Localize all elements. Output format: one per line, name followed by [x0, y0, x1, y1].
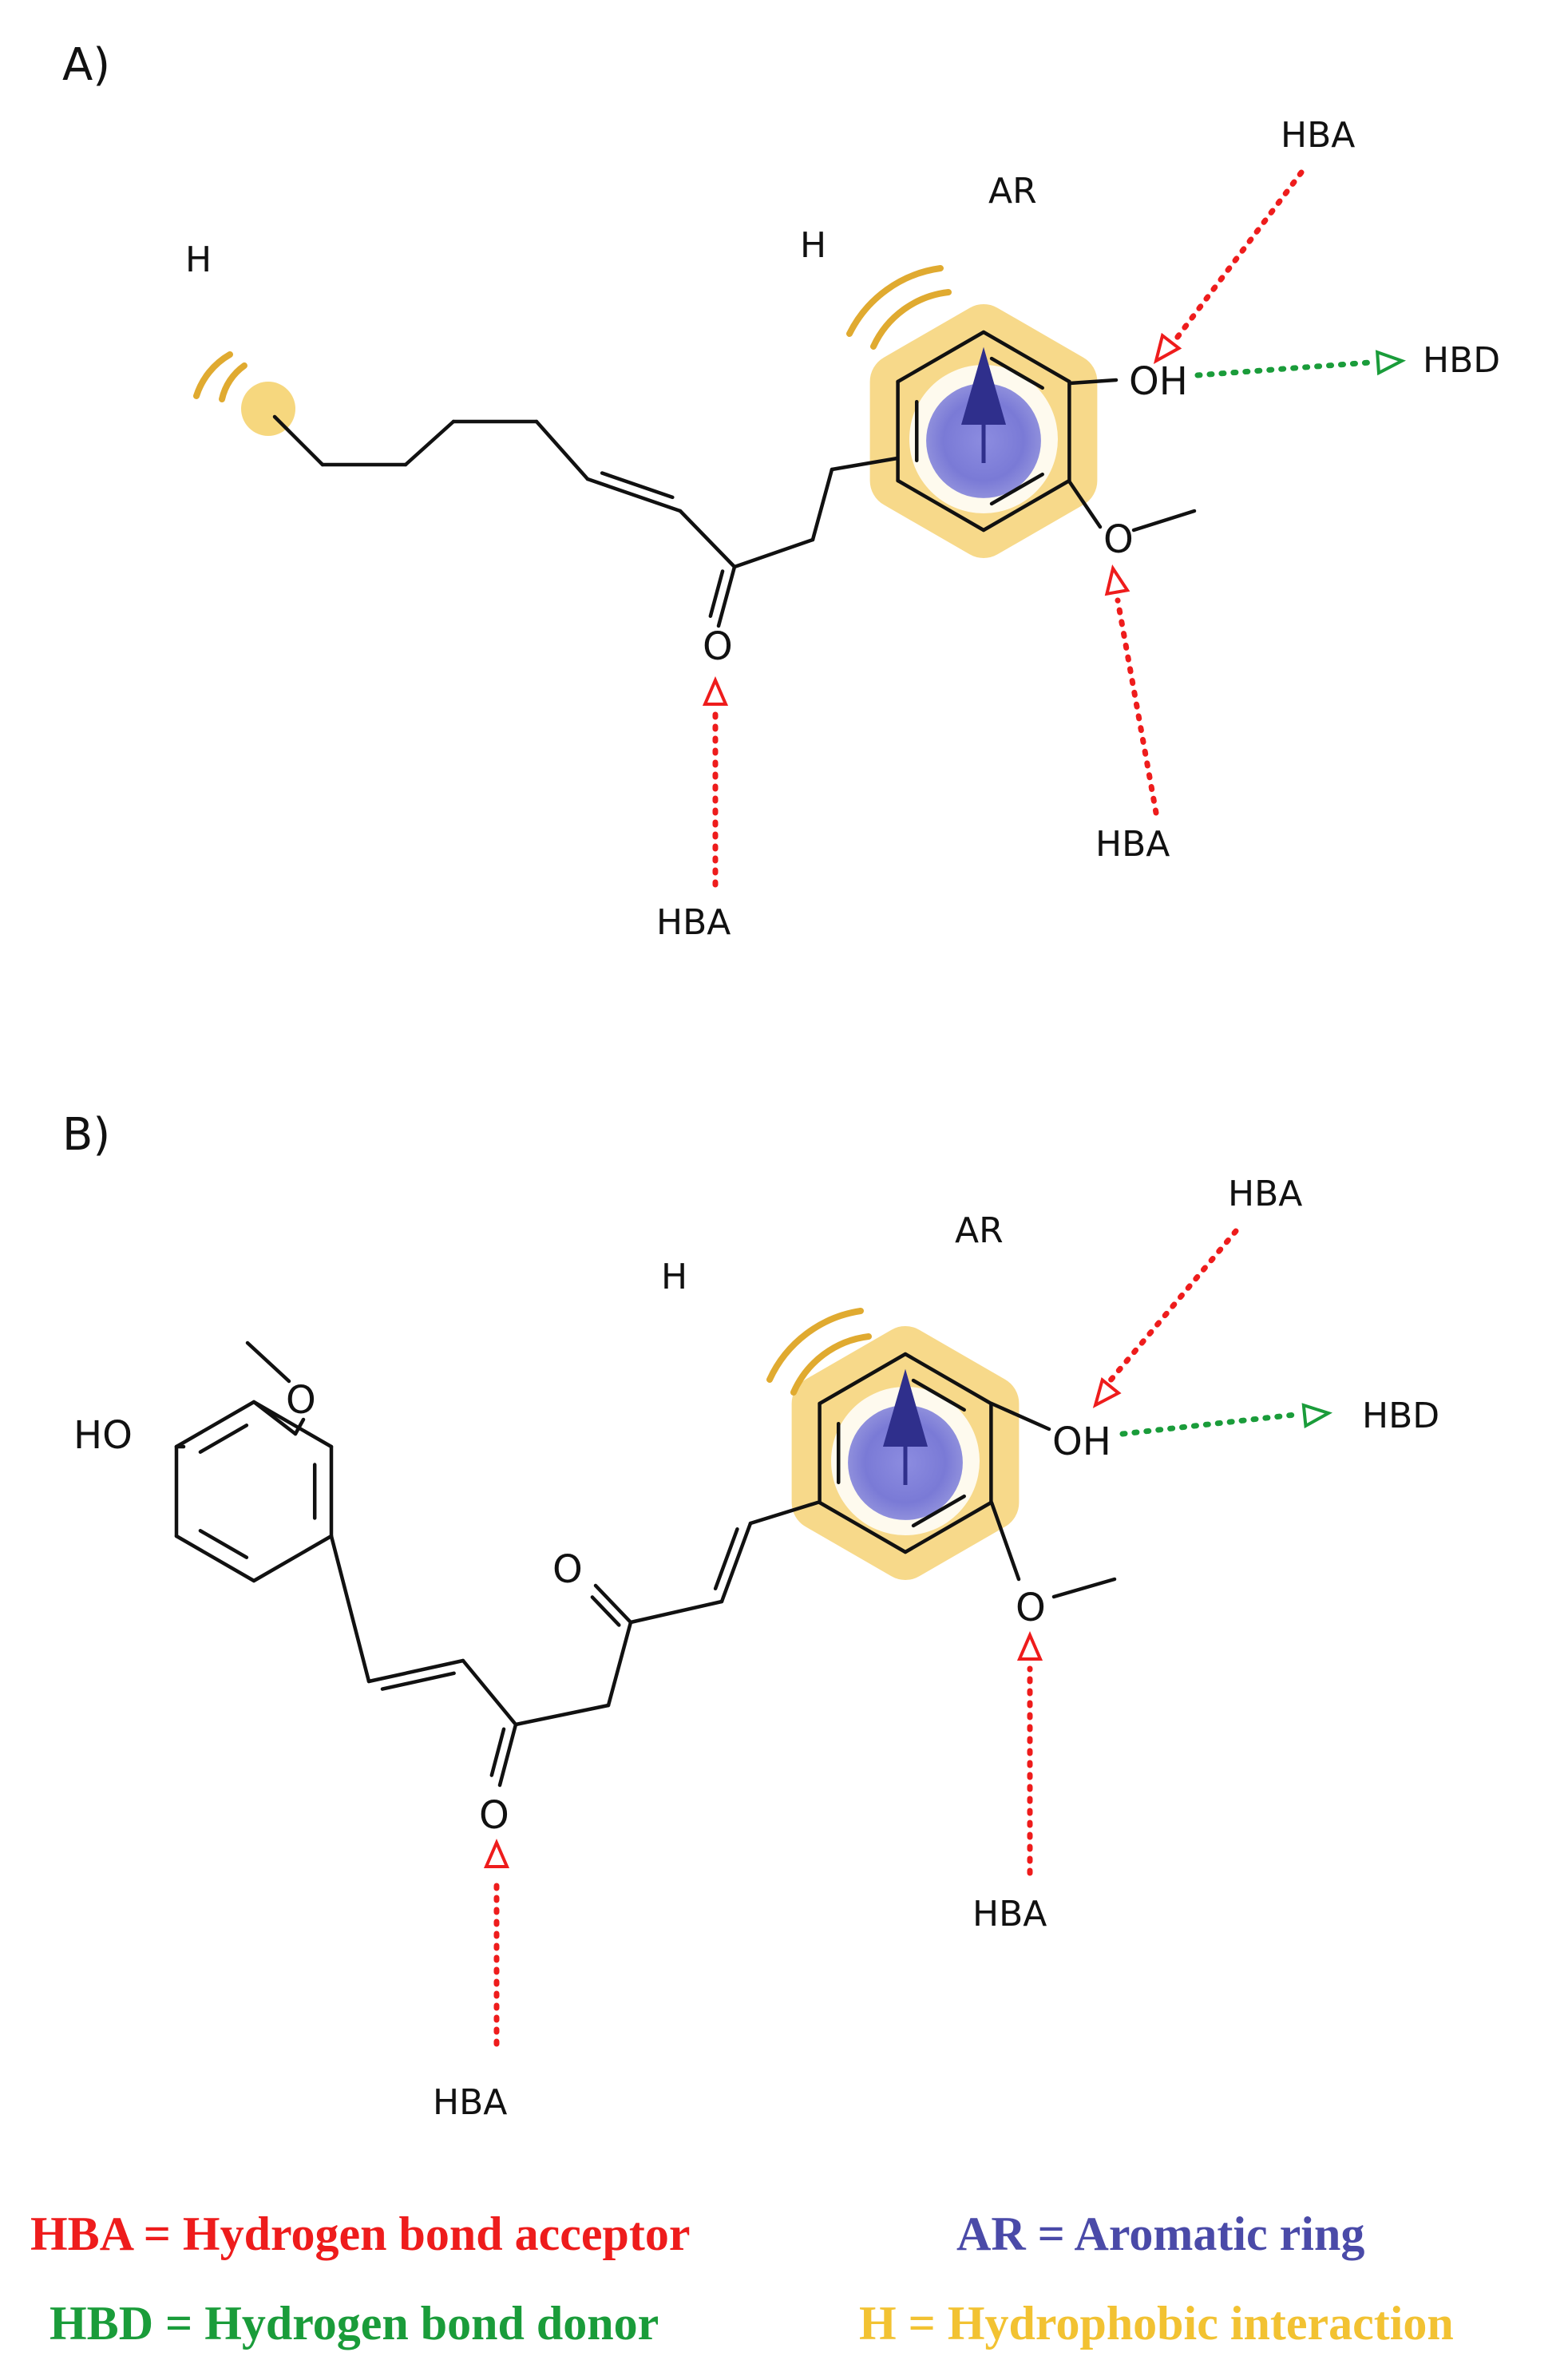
- panel-b-label: B): [62, 1109, 110, 1161]
- feature-a-h-ring: H: [800, 225, 826, 266]
- hydrophobic-arcs-left: [193, 351, 247, 402]
- feature-b-hba-top: HBA: [1228, 1174, 1302, 1214]
- arrowhead-b-hba-methoxy: [1016, 1630, 1043, 1661]
- legend-ar: AR = Aromatic ring: [956, 2208, 1364, 2260]
- feature-a-hba-methoxy: HBA: [1095, 824, 1170, 865]
- legend: HBA = Hydrogen bond acceptor AR = Aromat…: [30, 2208, 1454, 2350]
- atom-b-oh: OH: [1052, 1420, 1111, 1464]
- chain-b-alkene-right: [713, 1521, 753, 1604]
- arrow-a-hbd: [1194, 359, 1373, 378]
- ring-a-ar-arrow-head: [961, 346, 1006, 425]
- feature-a-hba-carbonyl: HBA: [656, 902, 731, 943]
- feature-a-hba-top: HBA: [1281, 115, 1355, 156]
- legend-hba: HBA = Hydrogen bond acceptor: [30, 2208, 690, 2260]
- panel-a-label: A): [62, 39, 110, 91]
- atom-a-o-carbonyl: O: [703, 624, 733, 669]
- atom-b-o-methoxy: O: [1016, 1586, 1046, 1630]
- arrow-b-hba-top: [1107, 1228, 1239, 1384]
- atom-a-oh: OH: [1129, 359, 1188, 404]
- arrowhead-b-hba-carbonyl: [483, 1838, 510, 1868]
- feature-a-hbd: HBD: [1423, 340, 1500, 381]
- arrowhead-a-hba-carbonyl: [702, 675, 729, 706]
- carbonyl-b-lower-bond: [489, 1722, 518, 1788]
- feature-b-hbd: HBD: [1362, 1396, 1439, 1436]
- legend-h: H = Hydrophobic interaction: [859, 2297, 1454, 2350]
- chain-b-alkene-left: [366, 1658, 465, 1691]
- arrow-a-hba-top: [1172, 169, 1305, 343]
- arrowhead-a-hba-top: [1153, 332, 1182, 364]
- arrowhead-a-hbd: [1375, 350, 1407, 376]
- atom-b-o-carbonyl-lower: O: [479, 1793, 509, 1838]
- feature-b-hba-methoxy: HBA: [972, 1894, 1047, 1934]
- carbonyl-a-bond: [708, 564, 737, 628]
- chain-a-bonds: [272, 378, 1197, 628]
- hydrophobic-arcs-ring-a: [846, 265, 952, 350]
- chain-b-bonds: [174, 1340, 1117, 1788]
- ring-b-ring-bonds: [818, 1352, 993, 1554]
- chain-a-alkene: [585, 471, 683, 513]
- ring-b-ar-arrow-head: [883, 1368, 928, 1447]
- feature-b-ar: AR: [955, 1210, 1004, 1251]
- atom-b-o-left-methoxy: O: [286, 1378, 316, 1423]
- hydrophobic-arcs-ring-b: [766, 1308, 872, 1396]
- arrow-a-hba-methoxy: [1115, 597, 1159, 816]
- legend-hbd: HBD = Hydrogen bond donor: [49, 2297, 659, 2350]
- carbonyl-b-upper-bond: [590, 1583, 633, 1627]
- atom-b-ho-left: HO: [73, 1413, 133, 1458]
- feature-b-hba-carbonyl: HBA: [433, 2082, 507, 2123]
- feature-a-ar: AR: [988, 171, 1037, 212]
- atom-a-o-methoxy: O: [1103, 517, 1134, 562]
- ring-a-ring-bonds: [896, 330, 1071, 533]
- arrowhead-a-hba-methoxy: [1104, 564, 1130, 596]
- atom-b-o-carbonyl-upper: O: [552, 1547, 583, 1592]
- feature-b-h-ring: H: [661, 1257, 687, 1297]
- arrow-b-hbd: [1119, 1412, 1298, 1437]
- ring-b-left-bonds: [174, 1400, 334, 1583]
- arrowhead-b-hbd: [1301, 1403, 1333, 1429]
- arrowhead-b-hba-top: [1092, 1377, 1122, 1408]
- feature-a-h-left: H: [185, 240, 212, 280]
